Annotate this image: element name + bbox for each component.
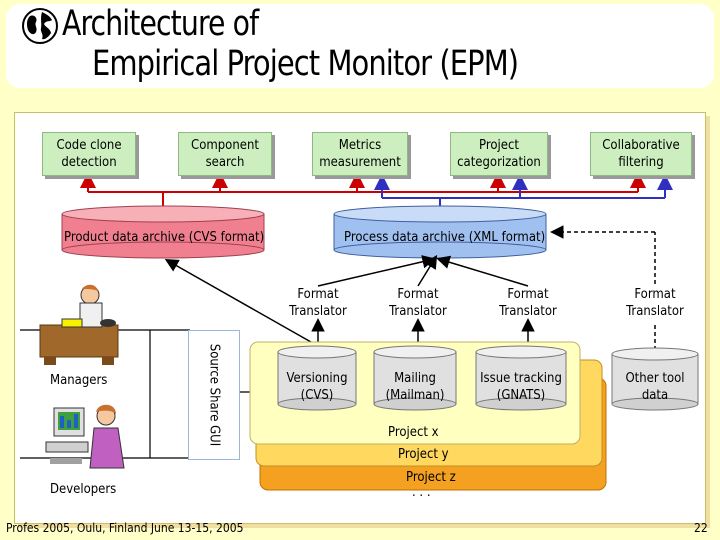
title-box <box>6 4 714 88</box>
process-archive-cylinder <box>333 205 547 259</box>
project-z-label: Project z <box>406 470 456 485</box>
repo-versioning-label: Versioning (CVS) <box>286 371 348 403</box>
source-share-gui: Source Share GUI <box>188 330 240 460</box>
page-number: 22 <box>694 521 708 535</box>
project-y-label: Project y <box>398 447 449 462</box>
repo-issue-tracking-label: Issue tracking (GNATS) <box>480 371 562 403</box>
process-archive-label: Process data archive (XML format) <box>344 230 546 245</box>
repo-mailing-label: Mailing (Mailman) <box>385 371 445 403</box>
product-archive-label: Product data archive (CVS format) <box>64 230 265 245</box>
translator-arrows <box>164 225 656 350</box>
tool-component-search: Component search <box>178 132 272 176</box>
repo-issue-cylinder <box>475 345 567 411</box>
source-share-gui-label: Source Share GUI <box>206 343 222 447</box>
project-x-label: Project x <box>388 425 439 440</box>
format-translator-1: Format Translator <box>289 287 347 319</box>
repo-versioning-cylinder <box>277 345 357 411</box>
manager-figure <box>39 284 119 365</box>
tool-code-clone-detection: Code clone detection <box>42 132 136 176</box>
tool-collaborative-filtering: Collaborative filtering <box>590 132 692 176</box>
developers-label: Developers <box>50 482 117 497</box>
globe-icon <box>22 8 58 44</box>
product-bus <box>80 172 646 212</box>
format-translator-3: Format Translator <box>499 287 557 319</box>
format-translator-2: Format Translator <box>389 287 447 319</box>
project-ellipsis: . . . <box>412 485 431 500</box>
title-line-1: Architecture of <box>62 4 259 44</box>
repo-other-cylinder <box>611 347 699 411</box>
title-line-2: Empirical Project Monitor (EPM) <box>92 44 519 84</box>
repo-other-tool-label: Other tool data <box>625 371 685 403</box>
repo-mailing-cylinder <box>373 345 457 411</box>
tool-project-categorization: Project categorization <box>450 132 548 176</box>
footer-text: Profes 2005, Oulu, Finland June 13-15, 2… <box>6 521 244 535</box>
format-translator-4: Format Translator <box>626 287 684 319</box>
managers-label: Managers <box>50 373 108 388</box>
tool-metrics-measurement: Metrics measurement <box>312 132 408 176</box>
developer-figure <box>45 404 125 469</box>
product-archive-cylinder <box>61 205 265 259</box>
